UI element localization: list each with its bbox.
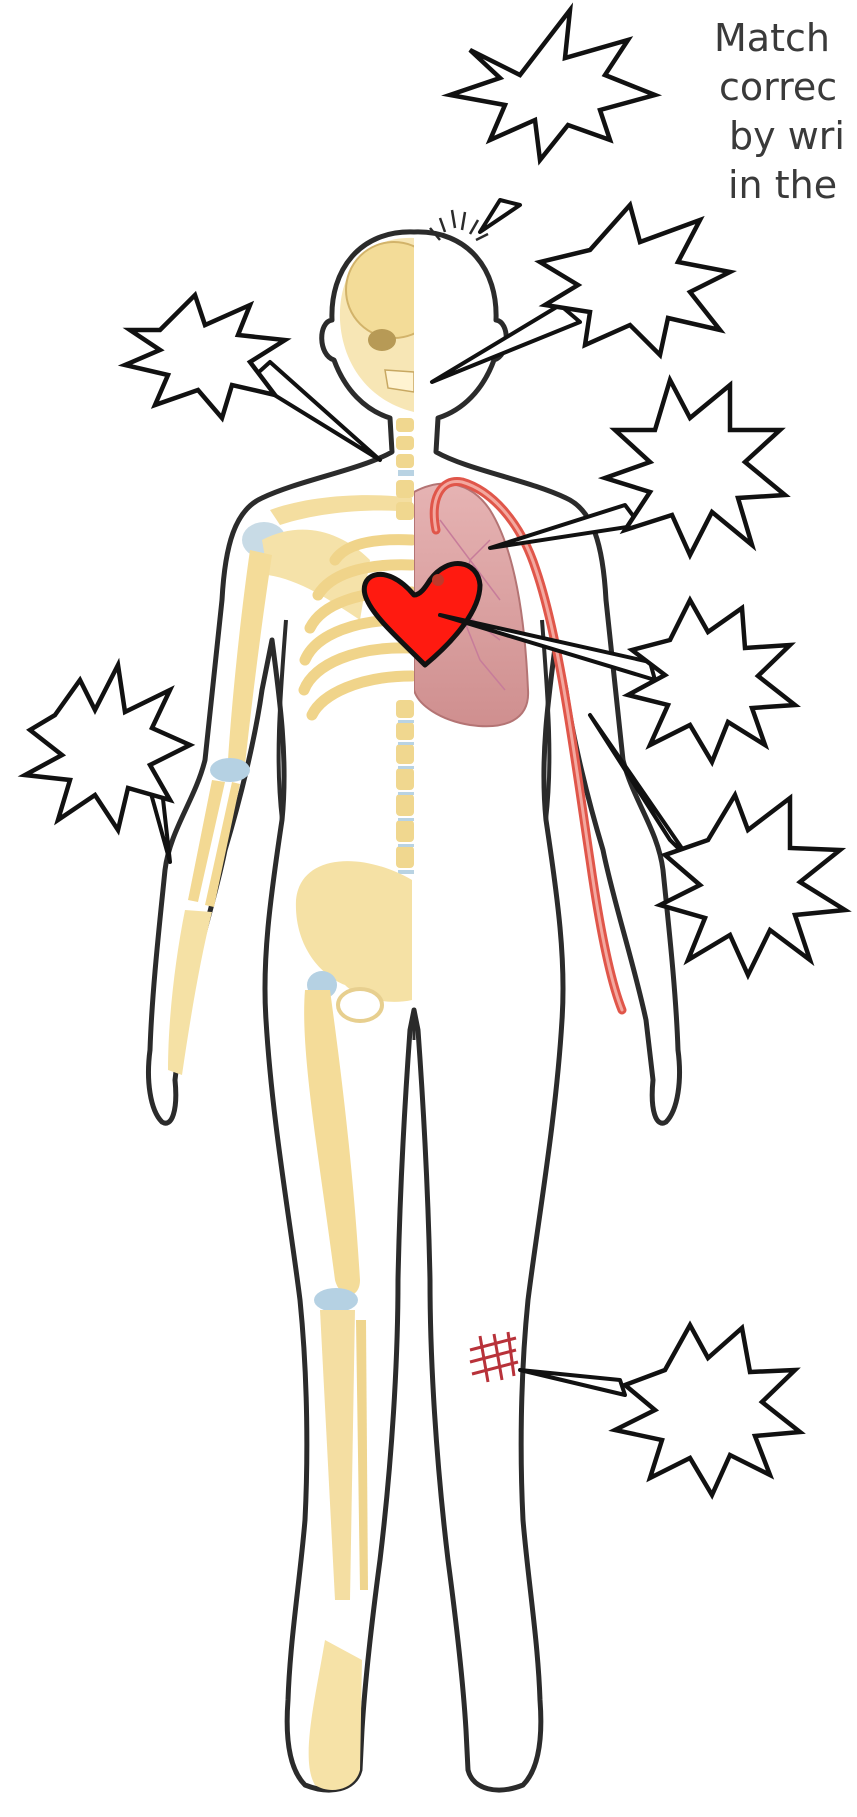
instruction-line-1: Match [714,14,857,63]
callout-spine[interactable] [125,295,285,418]
instruction-line-3: by wri [729,112,857,161]
instruction-line-4: in the [728,161,857,210]
callout-wound[interactable] [615,1325,800,1495]
callout-lungs[interactable] [605,380,785,555]
callout-skull[interactable] [540,205,730,355]
instruction-text: Match correc by wri in the [714,14,857,210]
instruction-line-2: correc [719,63,857,112]
body-outline [149,232,680,1790]
callout-brain[interactable] [450,10,655,160]
callout-heart[interactable] [628,600,795,762]
callout-vessel[interactable] [660,795,845,975]
